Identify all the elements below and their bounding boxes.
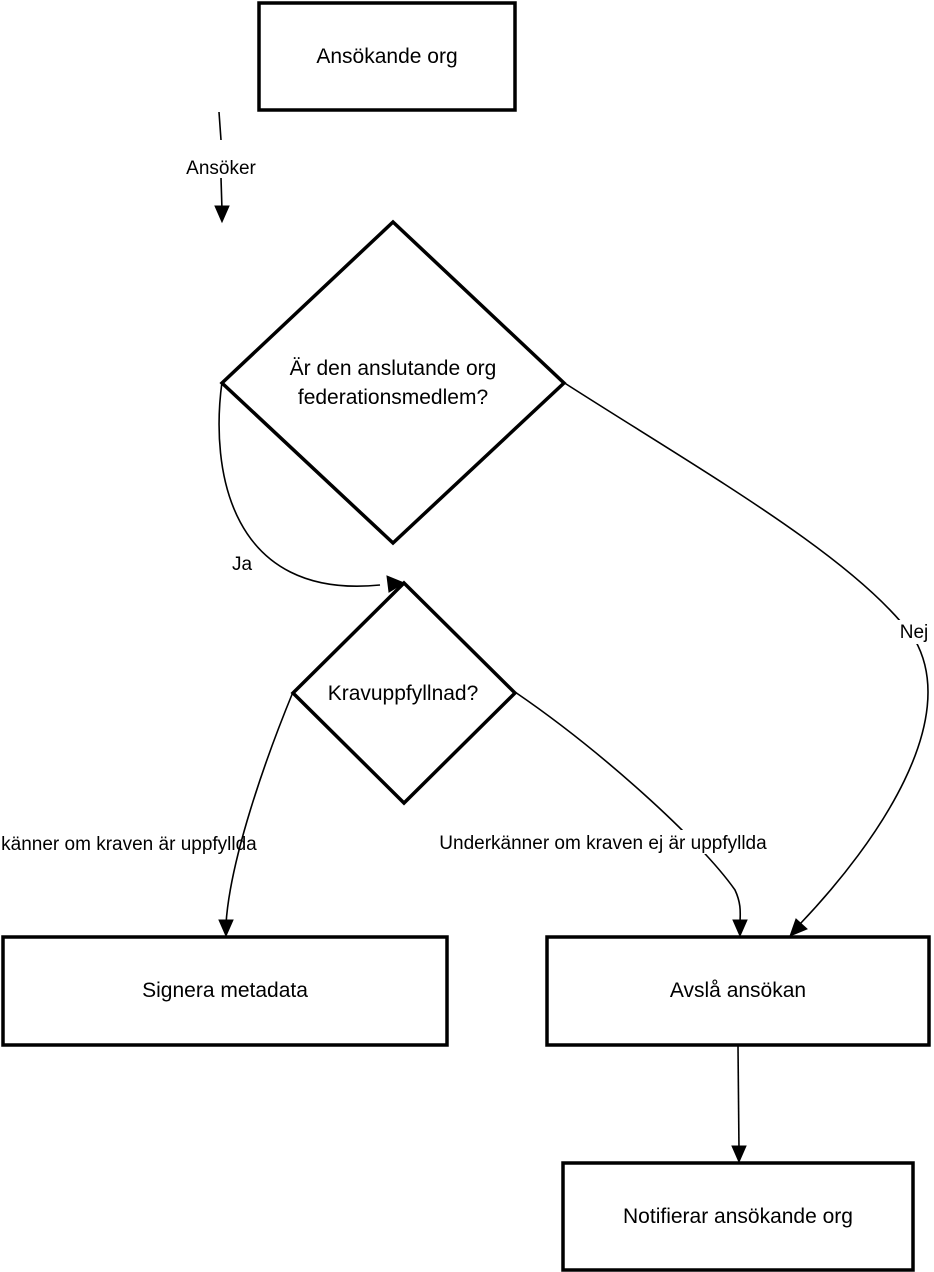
decision-member-line2: federationsmedlem? — [298, 386, 488, 409]
edge-notify — [731, 1045, 747, 1164]
arrowhead — [732, 919, 748, 938]
edge-yes-line — [218, 381, 381, 587]
decision-member: Är den anslutande org federationsmedlem? — [219, 219, 567, 546]
edge-approve-label-bg — [10, 831, 212, 855]
edge-no: Nej — [562, 381, 931, 937]
decision-requirements: Kravuppfyllnad? — [290, 580, 518, 806]
node-notify: Notifierar ansökande org — [561, 1161, 915, 1272]
edge-fail-label-bg — [412, 830, 794, 854]
edge-no-label: Nej — [900, 622, 929, 643]
node-applicant: Ansökande org — [257, 1, 517, 112]
edge-yes-label-bg — [225, 553, 257, 575]
edge-applies: Ansöker — [186, 111, 257, 224]
decision-member-diamond — [219, 219, 567, 546]
decision-requirements-diamond — [290, 580, 518, 806]
edge-applies-label: Ansöker — [186, 158, 256, 179]
node-applicant-box — [257, 1, 517, 112]
decision-requirements-label: Kravuppfyllnad? — [328, 682, 479, 705]
edge-yes: Ja — [218, 381, 406, 593]
edge-fail-line — [514, 691, 742, 925]
decision-member-line1: Är den anslutande org — [290, 357, 497, 380]
arrowhead — [386, 575, 406, 593]
edge-approve: Godkänner om kraven är uppfyllda — [0, 691, 294, 938]
arrowhead — [731, 1145, 747, 1164]
edge-fail: Underkänner om kraven ej är uppfyllda — [412, 691, 794, 938]
node-sign: Signera metadata — [1, 935, 449, 1047]
node-reject: Avslå ansökan — [545, 935, 931, 1047]
edge-yes-label: Ja — [232, 554, 253, 575]
arrowhead — [214, 205, 230, 224]
edge-applies-line — [218, 111, 223, 211]
edge-notify-line — [737, 1045, 740, 1151]
arrowhead — [789, 918, 808, 937]
edge-approve-line — [225, 691, 294, 925]
node-reject-label: Avslå ansökan — [670, 979, 806, 1002]
arrowhead — [218, 919, 234, 938]
node-notify-box — [561, 1161, 915, 1272]
edge-approve-label: Godkänner om kraven är uppfyllda — [0, 834, 257, 855]
node-sign-box — [1, 935, 449, 1047]
node-applicant-label: Ansökande org — [316, 45, 457, 68]
node-reject-box — [545, 935, 931, 1047]
node-notify-label: Notifierar ansökande org — [623, 1205, 853, 1228]
edge-no-label-bg — [895, 620, 931, 644]
edge-fail-label: Underkänner om kraven ej är uppfyllda — [439, 833, 767, 854]
node-sign-label: Signera metadata — [142, 979, 308, 1002]
